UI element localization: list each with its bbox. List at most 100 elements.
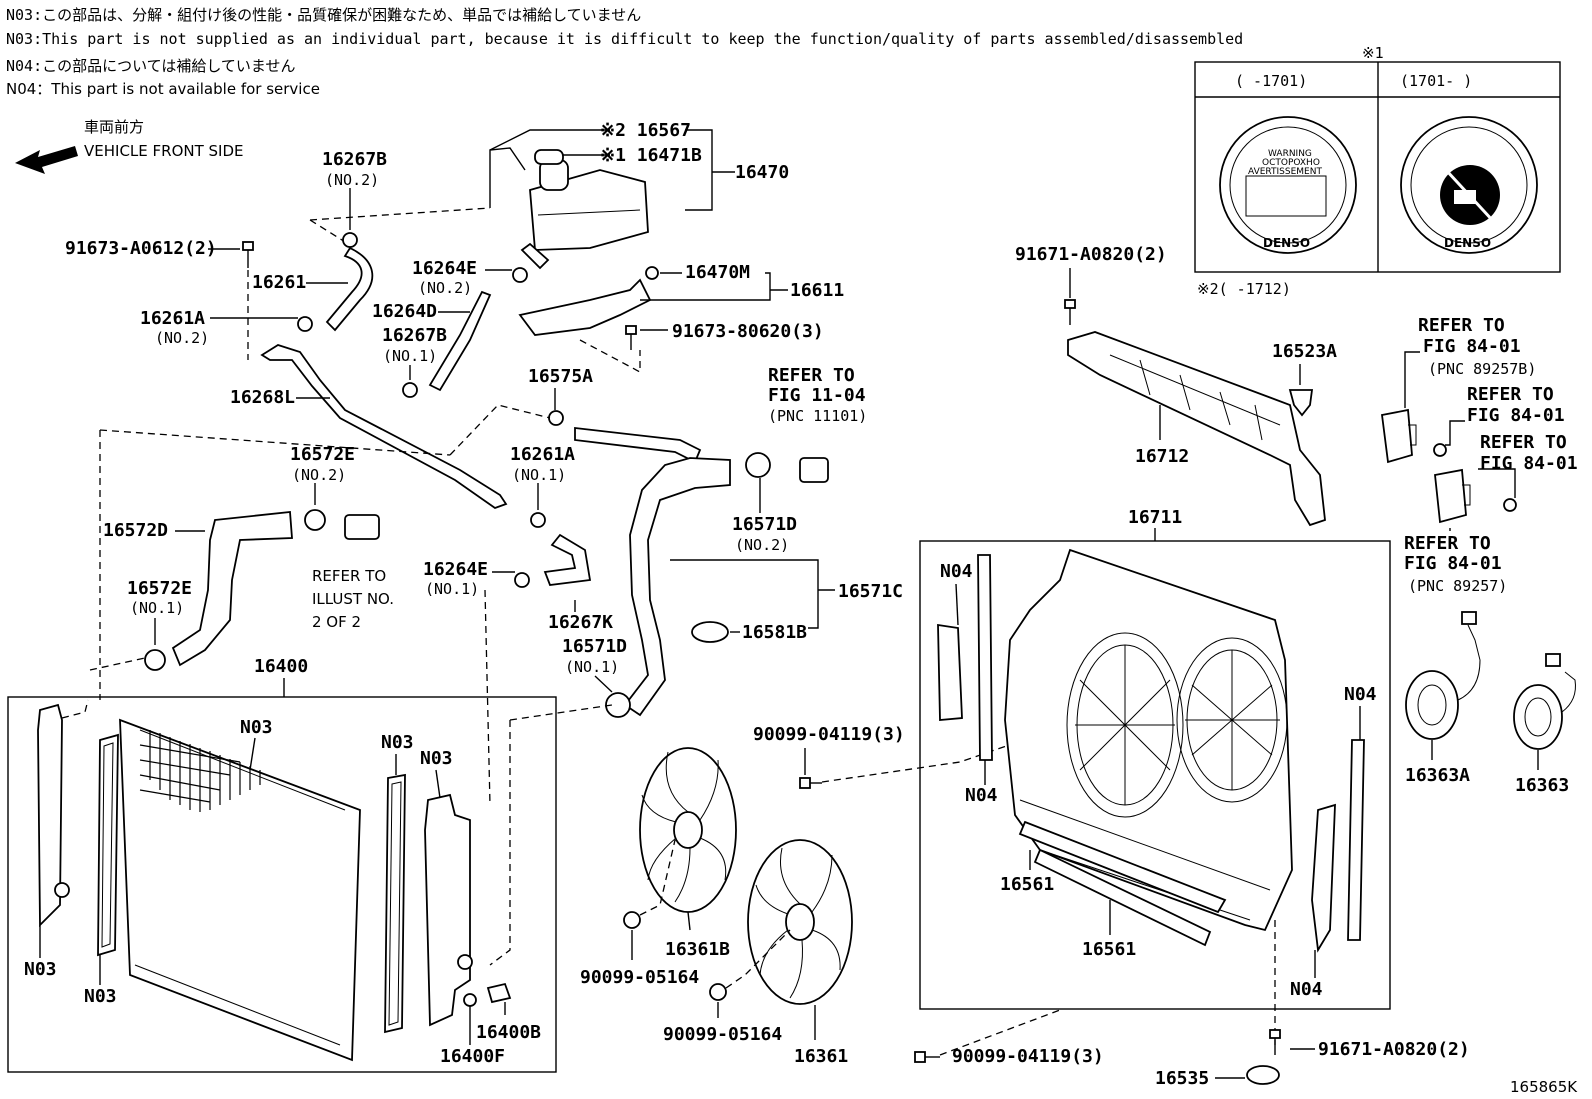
label-16711: 16711 [1128,507,1182,528]
refer-illust-line1: REFER TO [312,567,386,585]
label-16712: 16712 [1135,446,1189,467]
label-16261A-mid: 16261A [510,444,575,465]
label-16363: 16363 [1515,775,1569,796]
note-n03-ja: N03:この部品は、分解・組付け後の性能・品質確保が困難なため、単品では補給して… [6,6,642,24]
clamp-16264E-top [512,267,528,283]
refer-fig11-line3: (PNC 11101) [768,407,867,425]
refer-illust-line2: ILLUST NO. [312,590,394,608]
refer-fig11-line1: REFER TO [768,365,855,386]
cap-inset: ※1 ( -1701) (1701- ) WARNING OCTOPOXHO A… [1194,44,1561,298]
label-16572D: 16572D [103,520,168,541]
note-n04-en: N04：This part is not available for servi… [6,80,320,98]
label-16267B-mid: 16267B [382,325,447,346]
front-direction-arrow-icon [15,146,78,174]
refer84-a-line2: FIG 84-01 [1423,336,1521,357]
bolt-icon [625,325,637,350]
refer-illust-line3: 2 OF 2 [312,613,361,631]
refer84-d-line2: FIG 84-01 [1404,553,1502,574]
refer84-c-line2: FIG 84-01 [1480,453,1578,474]
label-16523A: 16523A [1272,341,1337,362]
label-n04-a: N04 [940,561,973,582]
label-91673-80620: 91673-80620(3) [672,321,824,342]
label-16561-b: 16561 [1082,939,1136,960]
seal-n04-right-strip [1347,739,1365,941]
note-n03-en: N03:This part is not supplied as an indi… [6,30,1244,48]
seal-n04-left-strip [977,554,993,761]
refer84-a-line3: (PNC 89257B) [1428,360,1536,378]
label-16264D: 16264D [372,301,437,322]
bolt-icon [1064,299,1076,325]
label-16575A: 16575A [528,366,593,387]
label-16611: 16611 [790,280,844,301]
o-ring-16400F [463,993,477,1007]
cap-warning-1: WARNING [1268,149,1312,159]
radiator-core [119,718,361,1062]
label-16567: ※2 16567 [600,120,691,141]
label-n04-b: N04 [965,785,998,806]
label-16261: 16261 [252,272,306,293]
clip-16523A [1288,389,1314,417]
reservoir-tank [489,147,649,270]
label-16572E-bot: 16572E [127,578,192,599]
label-n03-gasket-right: N03 [381,732,414,753]
label-no2-d: (NO.2) [292,466,346,484]
label-90099-05164-a: 90099-05164 [580,967,699,988]
label-n04-c: N04 [1344,684,1377,705]
label-16267B-top: 16267B [322,149,387,170]
hose-clamp-16261A-top [297,316,313,332]
fan-16361 [747,839,853,1005]
shroud-bracket-16712 [1067,331,1326,527]
label-no1-d: (NO.1) [130,599,184,617]
label-91673-A0612: 91673-A0612(2) [65,238,217,259]
cap-warning-2: OCTOPOXHO [1262,158,1320,168]
label-16261A-top: 16261A [140,308,205,329]
seal-16561-lower [1033,848,1212,947]
label-16471B: ※1 16471B [600,145,702,166]
label-90099-05164-b: 90099-05164 [663,1024,782,1045]
label-16264E-mid: 16264E [423,559,488,580]
screw-icon [1503,498,1517,512]
bolt-icon [914,1051,940,1063]
label-no2-b: (NO.2) [418,279,472,297]
seal-n04-right-lower [1311,803,1336,953]
label-16400: 16400 [254,656,308,677]
cap-warning-3: AVERTISSEMENT [1248,167,1322,177]
hose-clamp-16581B [691,621,729,643]
radiator-gasket-left [97,733,119,957]
label-16535: 16535 [1155,1068,1209,1089]
hose-clamp-16572E-top [304,509,326,531]
cap-brand-right: DENSO [1444,236,1491,250]
bolt-icon [1269,1029,1281,1055]
label-16581B: 16581B [742,622,807,643]
refer-fig11-line2: FIG 11-04 [768,385,866,406]
drain-plug-16400B [486,982,512,1004]
clamp-16264E-mid [514,572,530,588]
label-16361: 16361 [794,1046,848,1067]
seal-n04-left-upper [937,623,963,721]
screw-icon [1433,443,1447,457]
seal-16561-upper [1018,820,1227,914]
inset-mark: ※1 [1362,44,1384,62]
hose-clamp-16261A-mid [530,512,546,528]
refer84-a-line1: REFER TO [1418,315,1505,336]
relay-module-a [1381,408,1417,464]
fan-16361B [639,747,737,913]
fan-motor-16363A [1405,611,1481,740]
label-16571C: 16571C [838,581,903,602]
refer84-d-line1: REFER TO [1404,533,1491,554]
label-n03-core: N03 [240,717,273,738]
hose-clamp-16571D-top [745,452,771,478]
hose-clamp-16572E-bot [144,649,166,671]
label-16400F: 16400F [440,1046,505,1067]
refer84-b-line2: FIG 84-01 [1467,405,1565,426]
relay-module-b [1434,468,1471,524]
label-n03-left-tank: N03 [24,959,57,980]
label-16571D-bot: 16571D [562,636,627,657]
refer84-b-line1: REFER TO [1467,384,1554,405]
hose-clamp-16267B-mid [402,382,418,398]
label-16267K: 16267K [548,612,613,633]
cap-brand-left: DENSO [1263,236,1310,250]
label-16572E-top: 16572E [290,444,355,465]
hose-clamp-16267B-top [342,232,358,248]
